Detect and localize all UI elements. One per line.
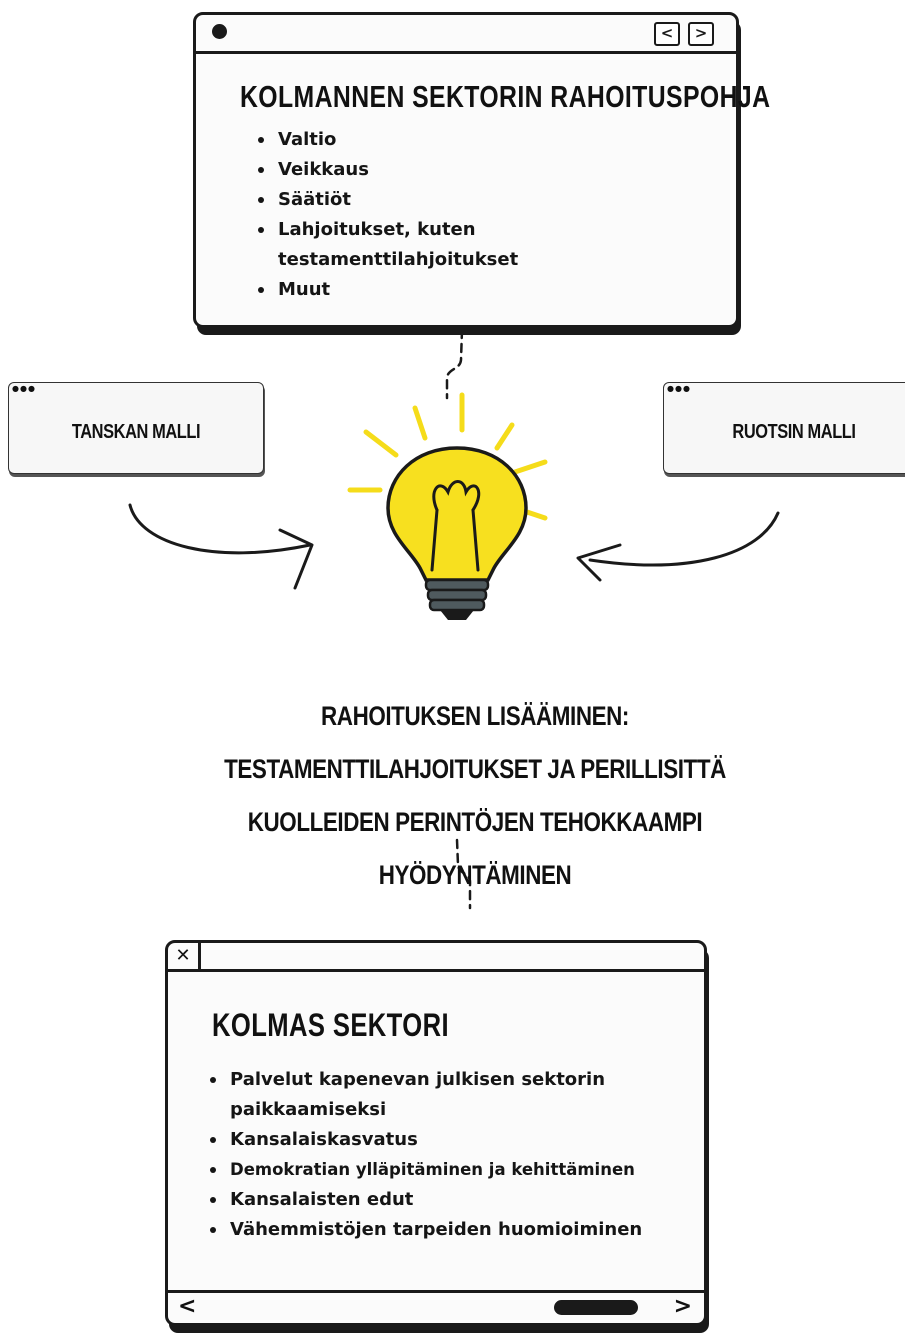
window-dots-icon: ●●●: [12, 384, 36, 393]
sweden-model-label: RUOTSIN MALLI: [732, 421, 856, 443]
top-window-title: KOLMANNEN SEKTORIN RAHOITUSPOHJA: [240, 79, 771, 114]
list-item: Säätiöt: [258, 185, 553, 215]
list-item: Kansalaisten edut: [210, 1185, 690, 1215]
close-icon[interactable]: ✕: [168, 943, 201, 969]
list-item: Vähemmistöjen tarpeiden huomioiminen: [210, 1215, 690, 1245]
top-connector-line: [445, 328, 464, 400]
curved-arrow-icon: [128, 503, 314, 590]
list-item: Kansalaiskasvatus: [210, 1125, 690, 1155]
list-item: Veikkaus: [258, 155, 553, 185]
scrollbar[interactable]: < >: [168, 1290, 704, 1323]
bottom-window-title: KOLMAS SEKTORI: [212, 1007, 449, 1043]
nav-prev-button[interactable]: <: [654, 22, 680, 46]
top-window: < > KOLMANNEN SEKTORIN RAHOITUSPOHJA Val…: [193, 12, 770, 328]
list-item: Lahjoitukset, kuten testamenttilahjoituk…: [258, 215, 553, 275]
scroll-right-button[interactable]: >: [673, 1294, 692, 1319]
scroll-thumb[interactable]: [554, 1300, 638, 1315]
top-window-titlebar: < >: [196, 15, 736, 54]
bottom-window: ✕ KOLMAS SEKTORI Palvelut kapenevan julk…: [165, 940, 707, 1326]
window-dot-icon: [212, 24, 227, 39]
bottom-connector-line: [455, 838, 472, 910]
curved-arrow-icon: [576, 511, 780, 582]
bottom-window-list: Palvelut kapenevan julkisen sektorin pai…: [208, 1065, 690, 1245]
window-dots-icon: ●●●: [667, 384, 691, 393]
scroll-left-button[interactable]: <: [178, 1294, 197, 1319]
list-item: Muut: [258, 275, 553, 305]
funding-increase-title: RAHOITUKSEN LISÄÄMINEN: TESTAMENTTILAHJO…: [224, 701, 726, 890]
sweden-model-box: ●●● RUOTSIN MALLI: [663, 382, 905, 474]
nav-next-button[interactable]: >: [688, 22, 714, 46]
list-item: Valtio: [258, 125, 553, 155]
list-item: Demokratian ylläpitäminen ja kehittämine…: [210, 1155, 690, 1185]
light-bulb-icon: [347, 392, 548, 620]
denmark-model-label: TANSKAN MALLI: [71, 421, 201, 443]
bottom-window-titlebar: ✕: [168, 943, 704, 972]
denmark-model-box: ●●● TANSKAN MALLI: [8, 382, 264, 474]
list-item: Palvelut kapenevan julkisen sektorin pai…: [210, 1065, 690, 1125]
